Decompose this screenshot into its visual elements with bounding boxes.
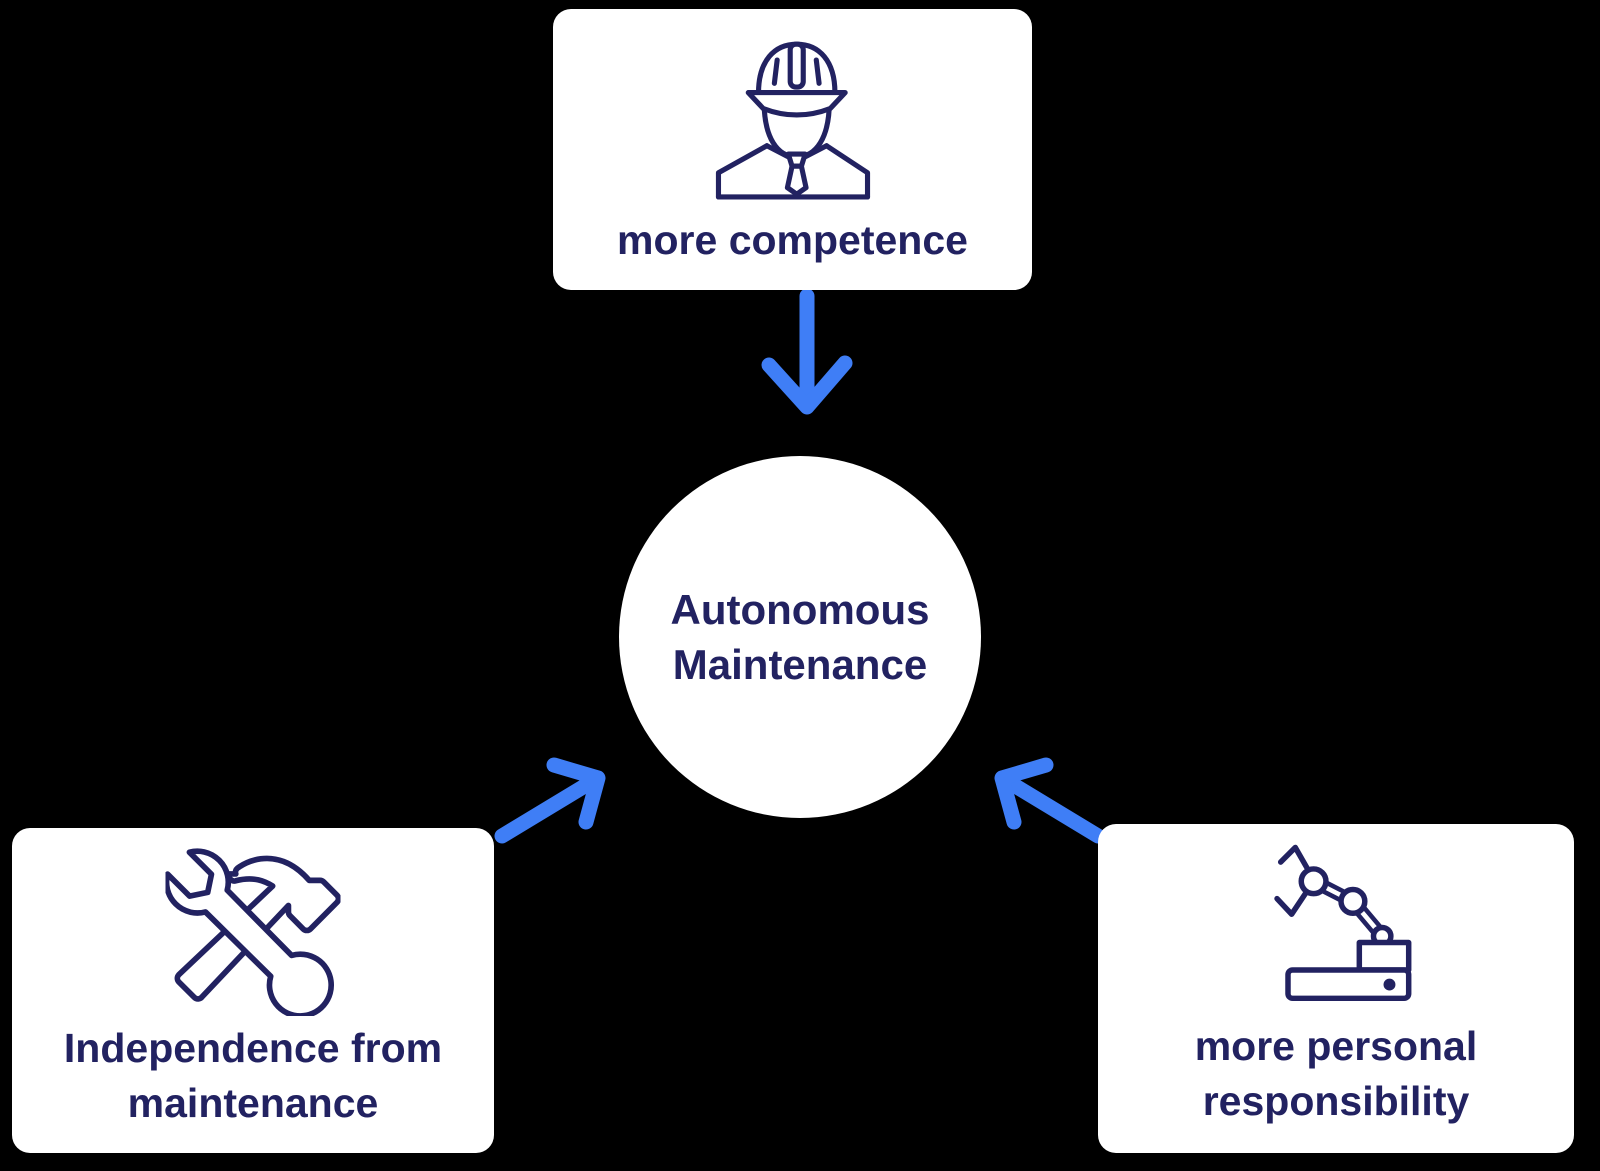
node-card-more-competence: more competence <box>553 9 1032 290</box>
center-label-line-1: Autonomous <box>670 586 930 633</box>
node-label-line: more competence <box>617 217 968 263</box>
node-label-line: more personal <box>1194 1023 1478 1069</box>
node-label-line: responsibility <box>1202 1078 1470 1124</box>
center-circle-autonomous-maintenance: Autonomous Maintenance <box>619 456 981 818</box>
robot-arm-icon <box>1256 840 1416 1019</box>
node-label-independence-from-maintenance: Independence from maintenance <box>12 1021 494 1131</box>
node-label-line: maintenance <box>127 1080 379 1126</box>
node-card-independence-from-maintenance: Independence from maintenance <box>12 828 494 1153</box>
arrow-bottom-left-to-center <box>494 757 606 844</box>
node-label-line: Independence from <box>63 1025 443 1071</box>
center-label: Autonomous Maintenance <box>671 582 930 692</box>
node-card-more-personal-responsibility: more personal responsibility <box>1098 824 1574 1153</box>
node-label-more-personal-responsibility: more personal responsibility <box>1098 1019 1574 1129</box>
arrow-top-to-center <box>761 288 853 415</box>
engineer-hard-hat-icon <box>695 33 891 215</box>
node-label-more-competence: more competence <box>553 213 1032 268</box>
wrench-hammer-icon <box>163 846 342 1021</box>
arrow-bottom-right-to-center <box>994 757 1106 844</box>
center-label-line-2: Maintenance <box>672 641 928 688</box>
